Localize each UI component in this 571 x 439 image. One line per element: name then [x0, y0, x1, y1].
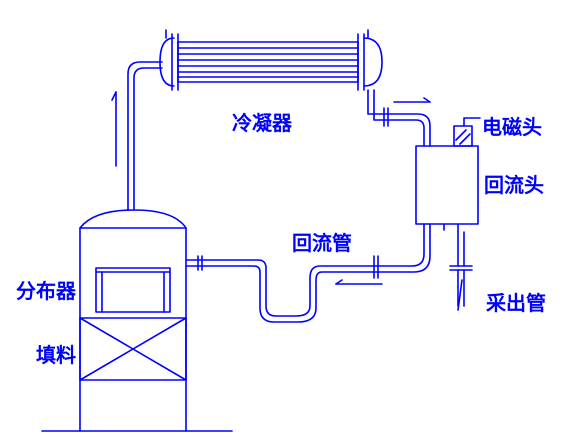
- reflux-flow-arrow: [335, 279, 383, 285]
- condensate-joint: [383, 107, 389, 127]
- column: [41, 209, 233, 432]
- condensate-flow-arrow: [393, 97, 431, 103]
- vapor-pipe: [127, 61, 163, 211]
- condenser: [159, 29, 383, 91]
- column-inlet-flange: [185, 255, 203, 271]
- solenoid-label: 电磁头: [482, 115, 542, 139]
- takeoff-pipe: [449, 231, 473, 311]
- reflux-pipe-inner: [197, 223, 431, 323]
- reflux-pipe-label: 回流管: [292, 231, 352, 255]
- distributor-label: 分布器: [16, 279, 77, 303]
- condenser-label: 冷凝器: [232, 111, 293, 135]
- reflux-head: [415, 145, 479, 233]
- vapor-pipe-inner: [133, 67, 163, 211]
- takeoff-pipe-label: 采出管: [486, 291, 546, 315]
- vapor-flow-arrow: [111, 91, 117, 167]
- condensate-pipe: [367, 89, 431, 147]
- distributor: [95, 267, 171, 313]
- solenoid: [453, 117, 481, 147]
- reflux-head-label: 回流头: [484, 173, 544, 197]
- reflux-joint: [373, 255, 379, 279]
- column-dome: [79, 209, 187, 432]
- packing-label: 填料: [36, 343, 76, 367]
- packing: [79, 317, 187, 381]
- reflux-pipe: [197, 223, 425, 317]
- condensate-pipe-inner: [373, 89, 425, 147]
